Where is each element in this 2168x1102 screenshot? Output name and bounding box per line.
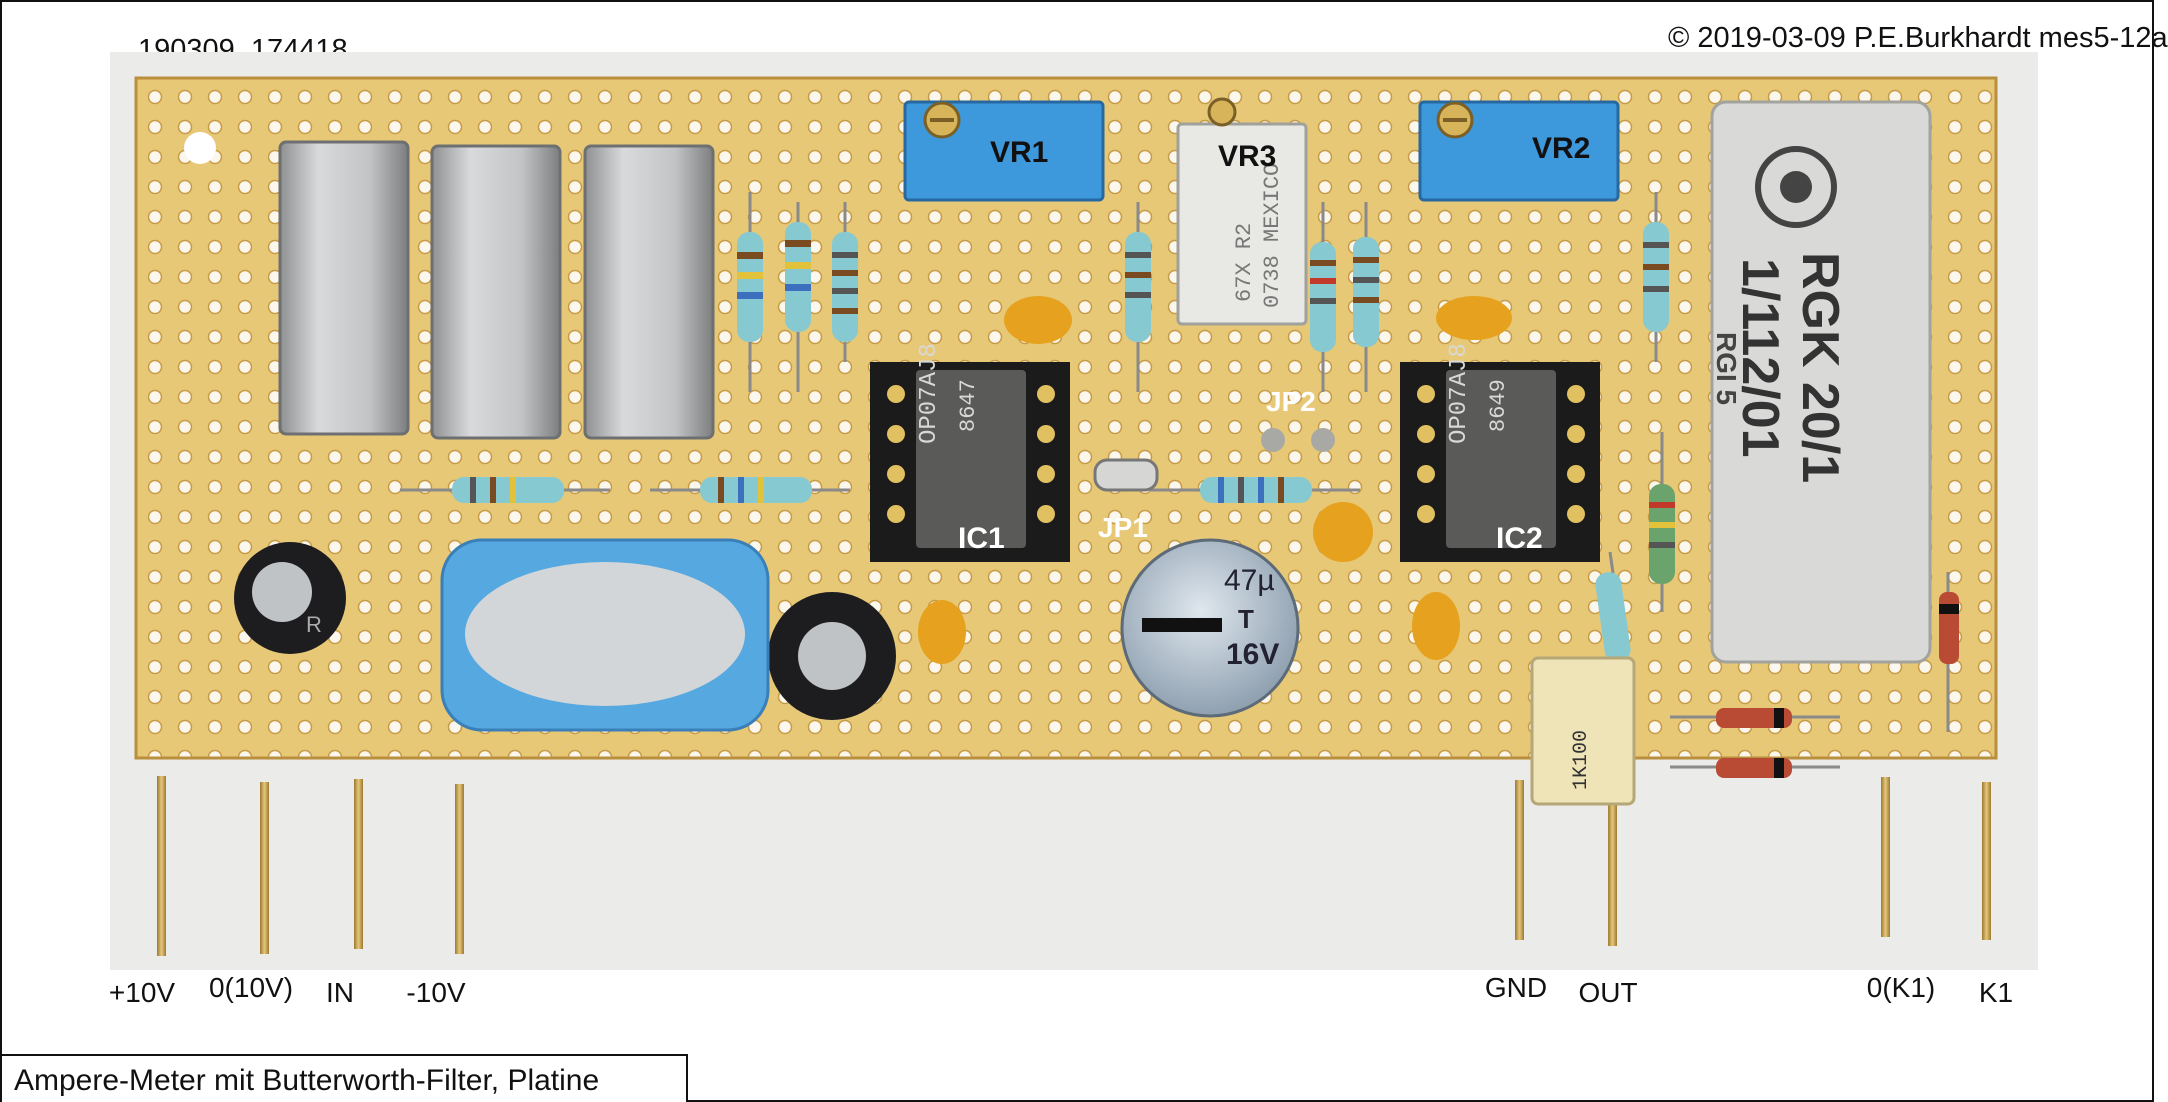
label-vr1: VR1 — [990, 136, 1049, 169]
film-capacitor — [440, 538, 770, 732]
pin-label-k1: K1 — [1978, 977, 2014, 1008]
caption-box: Ampere-Meter mit Butterworth-Filter, Pla… — [2, 1054, 688, 1102]
copyright-notice: © 2019-03-09 P.E.Burkhardt mes5-12a — [1668, 22, 2168, 54]
ic2-date-code: 8649 — [1486, 379, 1511, 432]
capacitor-voltage-marking: 16V — [1226, 638, 1280, 671]
electrolytic-marking: R — [306, 612, 322, 637]
capacitor-type-marking: T — [1238, 604, 1254, 634]
relay-blocks — [278, 140, 715, 440]
shunt-brand-marking: RGI 5 — [1711, 332, 1742, 406]
pin-label-0-10v: 0(10V) — [208, 972, 294, 1003]
ceramic-capacitors — [918, 296, 1512, 664]
small-film-capacitor-marking: 1K100 — [1570, 729, 1593, 790]
ic1-chip-marking: OP07AJ8 — [916, 343, 943, 444]
pin-label-0-k1: 0(K1) — [1866, 972, 1936, 1003]
ic1-date-code: 8647 — [956, 379, 981, 432]
trimmer-potentiometers — [903, 97, 1620, 326]
label-ic1: IC1 — [958, 522, 1005, 555]
label-jp2: JP2 — [1266, 386, 1316, 417]
caption-text: Ampere-Meter mit Butterworth-Filter, Pla… — [14, 1064, 600, 1097]
pin-label-gnd: GND — [1484, 972, 1548, 1003]
small-film-capacitor — [1530, 656, 1636, 806]
ic2-chip-marking: OP07AJ8 — [1446, 343, 1473, 444]
pin-label-plus10v: +10V — [108, 977, 176, 1008]
label-vr3: VR3 — [1218, 140, 1277, 173]
header-pins — [157, 776, 1991, 956]
shunt-marking-line1: RGK 20/1 — [1791, 252, 1849, 484]
circuit-board-photo: OP07AJ8 8647 OP07AJ8 8649 67X R2 0738 ME… — [110, 52, 2038, 970]
pin-label-minus10v: -10V — [406, 977, 466, 1008]
label-vr2: VR2 — [1532, 132, 1591, 165]
ic-packages — [870, 362, 1600, 562]
resistors — [400, 192, 1675, 693]
vr3-marking-line2: 0738 MEXICO — [1260, 162, 1285, 308]
diodes — [1670, 572, 1959, 778]
jumpers — [1093, 428, 1335, 492]
vr3-marking-line1: 67X R2 — [1232, 222, 1257, 302]
pin-label-in: IN — [326, 977, 354, 1008]
capacitor-value-marking: 47µ — [1224, 564, 1275, 597]
pin-label-out: OUT — [1578, 977, 1638, 1008]
shunt-resistor — [1710, 100, 1932, 664]
label-jp1: JP1 — [1098, 512, 1148, 543]
label-ic2: IC2 — [1496, 522, 1543, 555]
electrolytic-capacitors — [234, 538, 1300, 720]
